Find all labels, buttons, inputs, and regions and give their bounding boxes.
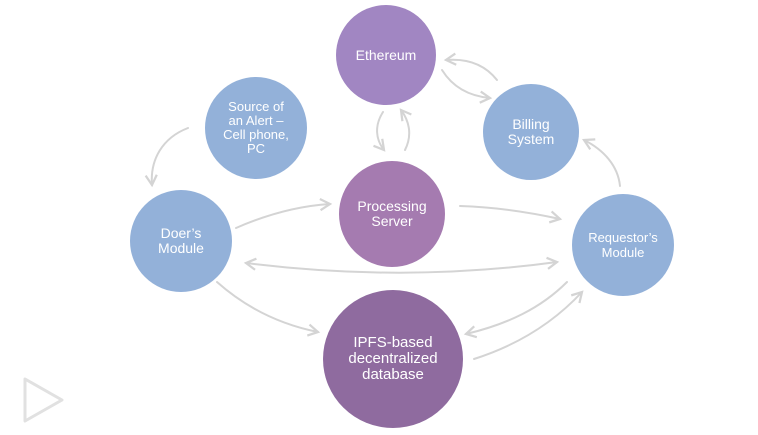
node-ethereum-label: Ethereum	[355, 47, 417, 63]
arrow-doers-requestor	[243, 256, 560, 274]
arrow-billing-to-ethereum	[443, 52, 498, 81]
node-requestor-label: Requestor’s Module	[588, 230, 658, 260]
arrow-requestor-to-billing	[581, 138, 621, 187]
arrow-requestor-to-ipfs	[463, 281, 568, 339]
node-ipfs-label: IPFS-based decentralized database	[348, 334, 438, 383]
node-ipfs-database: IPFS-based decentralized database	[323, 290, 463, 428]
node-billing-label: Billing System	[507, 116, 555, 147]
node-processing-label: Processing Server	[357, 198, 427, 229]
arrow-processing-to-requestor	[459, 205, 563, 224]
node-billing-system: Billing System	[483, 84, 579, 180]
arrow-processing-to-ethereum	[399, 108, 412, 151]
node-source-label: Source of an Alert – Cell phone, PC	[223, 99, 289, 156]
node-ethereum: Ethereum	[336, 5, 436, 105]
node-doers-label: Doer’s Module	[158, 225, 204, 256]
play-icon[interactable]	[20, 375, 66, 425]
arrow-ethereum-to-processing	[373, 111, 386, 152]
node-requestors-module: Requestor’s Module	[572, 194, 674, 296]
node-source-of-alert: Source of an Alert – Cell phone, PC	[205, 77, 307, 179]
arrow-ipfs-to-requestor	[473, 290, 584, 360]
node-doers-module: Doer’s Module	[130, 190, 232, 292]
arrow-source-to-doers	[144, 127, 189, 188]
arrow-ethereum-to-billing	[441, 69, 493, 104]
arrow-doers-to-ipfs	[216, 281, 321, 337]
arrow-doers-to-processing	[235, 198, 333, 229]
node-processing-server: Processing Server	[339, 161, 445, 267]
